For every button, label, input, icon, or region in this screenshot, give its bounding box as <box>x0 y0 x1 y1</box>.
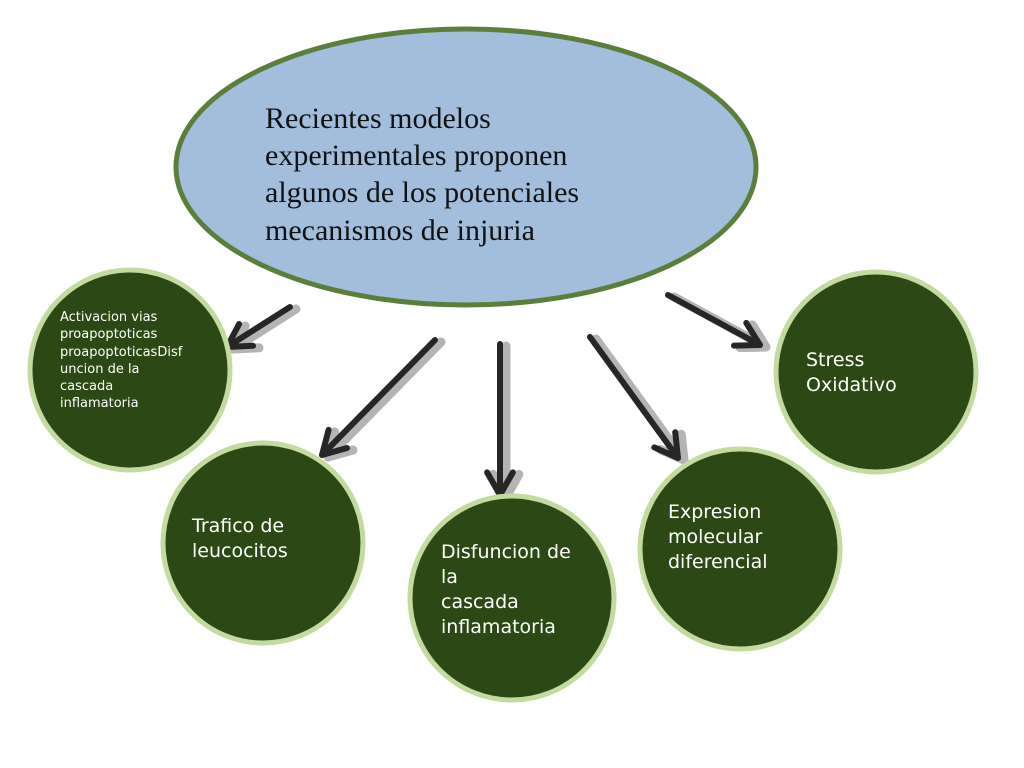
node-activacion-label: Activacion vias proapoptoticas proapopto… <box>60 310 183 412</box>
arrows-group <box>224 292 771 502</box>
node-expresion-circle <box>637 446 843 652</box>
node-trafico-label: Trafico de leucocitos <box>192 515 288 563</box>
arrow-to-stress-head <box>731 319 763 349</box>
node-disfuncion-circle <box>407 493 617 703</box>
node-activacion-circle <box>27 267 233 473</box>
arrow-to-activacion <box>224 304 301 354</box>
central-concept-text: Recientes modelos experimentales propone… <box>265 102 580 247</box>
arrow-to-expresion-head <box>651 429 681 461</box>
arrow-to-trafico-shadow-shaft <box>323 337 446 462</box>
arrow-to-trafico <box>319 337 446 462</box>
node-stress-label: Stress Oxidativo <box>806 349 897 397</box>
node-disfuncion-label: Disfuncion de la cascada inflamatoria <box>441 541 571 639</box>
node-stress-circle <box>773 269 979 475</box>
arrow-to-disfuncion <box>484 341 524 502</box>
arrow-to-activacion-shaft <box>224 304 293 350</box>
arrow-to-activacion-shadow-shaft <box>228 304 301 354</box>
arrow-to-trafico-shaft <box>319 337 438 458</box>
arrow-to-expresion-shadow-shaft <box>591 334 689 465</box>
node-trafico-circle <box>160 440 366 646</box>
arrow-to-stress-shaft <box>665 292 763 348</box>
arrow-to-stress <box>665 292 771 353</box>
arrow-to-trafico-head <box>319 426 350 458</box>
arrow-to-expresion <box>587 334 689 465</box>
node-expresion-label: Expresion molecular diferencial <box>668 501 768 574</box>
central-ellipse <box>173 26 759 308</box>
arrow-to-expresion-shaft <box>587 334 681 461</box>
